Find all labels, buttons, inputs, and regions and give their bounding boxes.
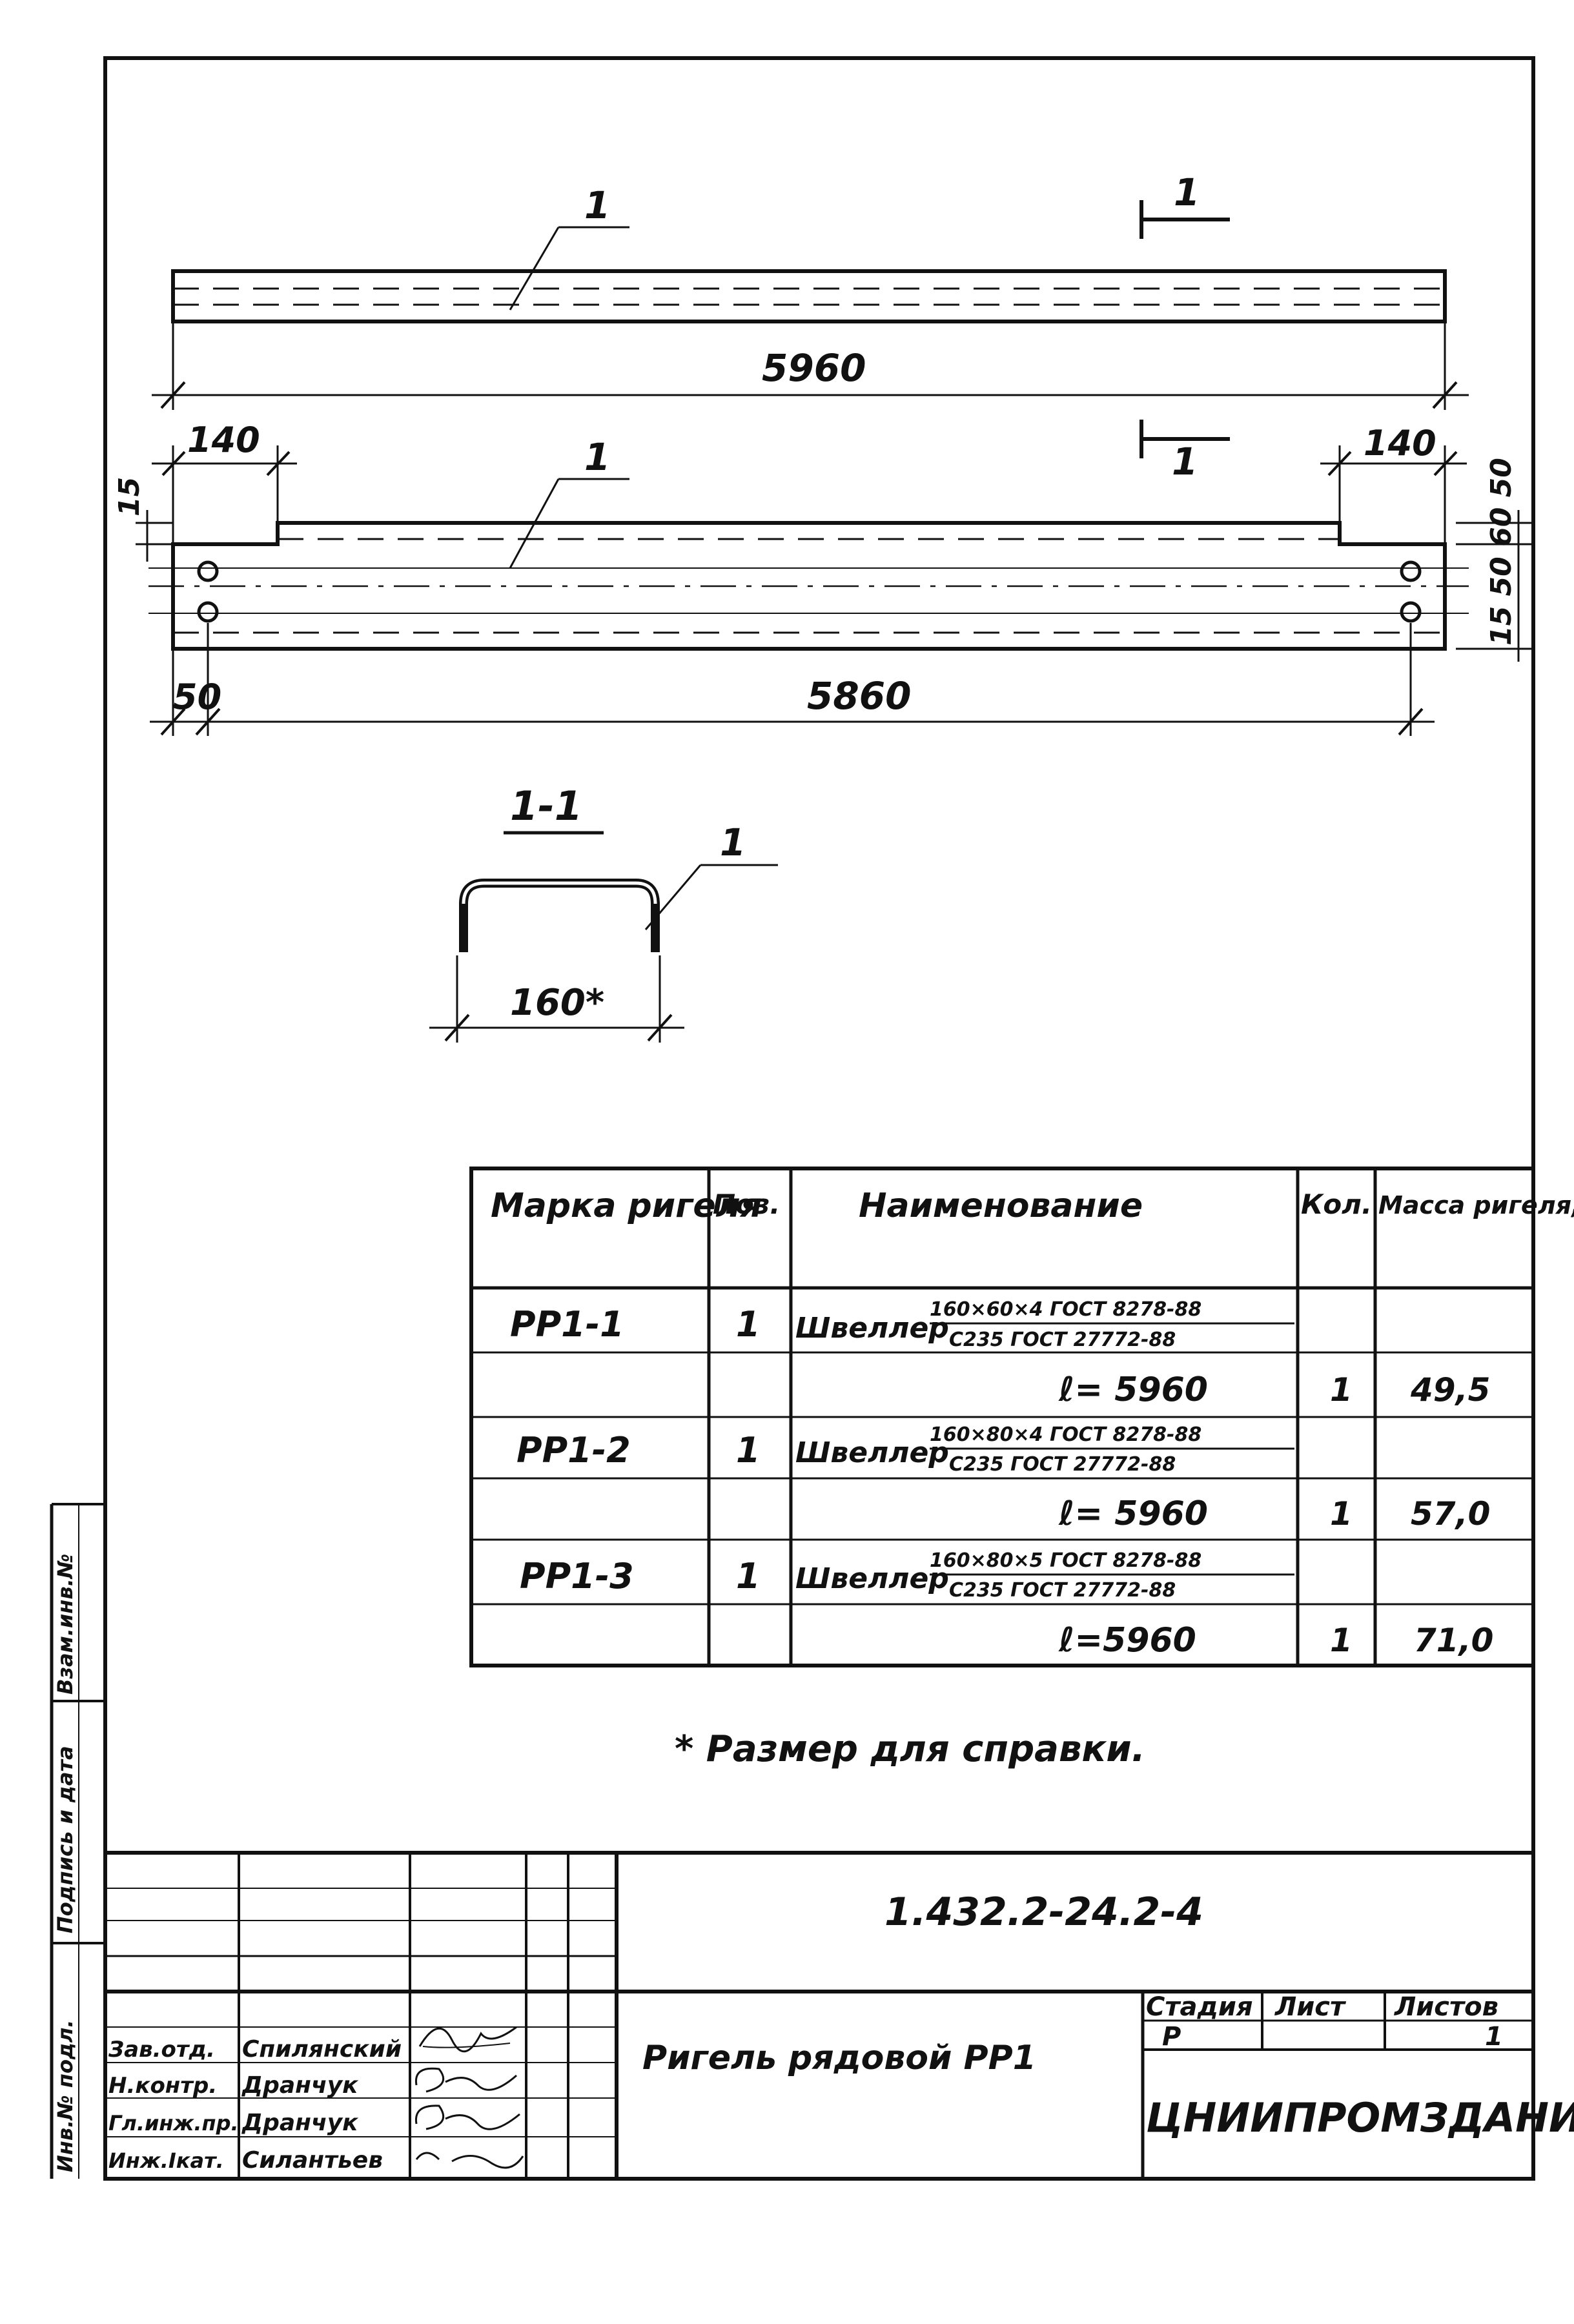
footnote: * Размер для справки. — [675, 1728, 1145, 1770]
row3-pos: 1 — [736, 1430, 761, 1471]
section-width-dim: 160* — [510, 982, 604, 1024]
header-mark: Марка ригеля — [491, 1187, 762, 1225]
section-mark-top: 1 — [1174, 170, 1200, 214]
top-view: 1 1 5960 — [152, 170, 1469, 410]
sheet-frame — [50, 56, 1535, 2181]
signer1-name: Спилянский — [242, 2036, 402, 2063]
header-mass: Масса ригеля, кг — [1378, 1191, 1574, 1219]
document-code: 1.432.2-24.2-4 — [884, 1890, 1203, 1935]
row2-length: ℓ= 5960 — [1058, 1371, 1208, 1409]
section-callout: 1 — [720, 821, 746, 864]
header-pos: Поз. — [713, 1188, 780, 1220]
row2-qty: 1 — [1330, 1371, 1353, 1409]
row6-length: ℓ=5960 — [1058, 1621, 1196, 1660]
top-length-dim: 5960 — [762, 346, 866, 390]
left-bottom-dim: 50 — [173, 677, 221, 717]
row4-mass: 57,0 — [1411, 1495, 1490, 1533]
signer1-role: Зав.отд. — [108, 2037, 215, 2063]
signer4-role: Инж.Iкат. — [108, 2148, 224, 2173]
title-block: 1.432.2-24.2-4 Ригель рядовой РР1 Стадия… — [105, 1851, 1574, 2179]
row1-name-denominator: С235 ГОСТ 27772-88 — [949, 1329, 1176, 1351]
side-stamp: Инв.№ подл. Подпись и дата Взам.инв.№ — [53, 1554, 77, 2172]
row3-name: Швеллер — [795, 1436, 949, 1469]
row1-pos: 1 — [736, 1304, 761, 1345]
sheets-header: Листов — [1394, 1992, 1498, 2022]
signer3-role: Гл.инж.пр. — [108, 2111, 239, 2135]
row5-mark: РР1-3 — [520, 1556, 634, 1596]
signer2-role: Н.контр. — [108, 2073, 217, 2099]
row5-name: Швеллер — [795, 1562, 949, 1595]
sheet-header: Лист — [1274, 1992, 1347, 2022]
row5-name-denominator: С235 ГОСТ 27772-88 — [949, 1579, 1176, 1602]
section-view: 1-1 1 160* — [429, 782, 778, 1043]
side-stamp-signature: Подпись и дата — [53, 1746, 77, 1933]
drawing-title: Ригель рядовой РР1 — [642, 2039, 1036, 2077]
row5-pos: 1 — [736, 1556, 761, 1596]
row5-name-numerator: 160×80×5 ГОСТ 8278-88 — [930, 1549, 1201, 1572]
section-mark-bottom: 1 — [1172, 440, 1198, 484]
row4-qty: 1 — [1330, 1495, 1353, 1533]
hole-spacing-dim: 5860 — [807, 674, 911, 718]
row1-name: Швеллер — [795, 1312, 949, 1345]
side-stamp-replaced: Взам.инв.№ — [53, 1554, 77, 1695]
left-side-dim: 15 — [113, 477, 146, 516]
top-callout: 1 — [584, 183, 610, 227]
left-top-dim: 140 — [187, 420, 260, 460]
row6-qty: 1 — [1330, 1622, 1353, 1659]
spec-table: Марка ригеля Поз. Наименование Кол. Масс… — [469, 1167, 1574, 1667]
right-top-dim: 140 — [1364, 423, 1436, 464]
signer2-name: Дранчук — [241, 2072, 359, 2099]
organization: ЦНИИПРОМЗДАНИЙ — [1146, 2094, 1574, 2141]
side-stamp-inv: Инв.№ подл. — [53, 2020, 77, 2172]
header-qty: Кол. — [1301, 1188, 1372, 1220]
stage-header: Стадия — [1146, 1992, 1253, 2022]
bottom-callout: 1 — [584, 435, 610, 479]
header-name: Наименование — [859, 1187, 1143, 1225]
signature-marks — [414, 2026, 524, 2169]
signer3-name: Дранчук — [241, 2110, 359, 2136]
row1-name-numerator: 160×60×4 ГОСТ 8278-88 — [930, 1298, 1201, 1321]
row4-length: ℓ= 5960 — [1058, 1494, 1208, 1533]
bottom-view: 1 1 140 140 15 15 50 60 50 — [113, 420, 1533, 736]
row2-mass: 49,5 — [1410, 1371, 1490, 1409]
sheets-value: 1 — [1485, 2022, 1503, 2052]
signer4-name: Силантьев — [242, 2147, 383, 2174]
stage-value: Р — [1162, 2022, 1181, 2052]
row6-mass: 71,0 — [1414, 1622, 1493, 1659]
section-title: 1-1 — [510, 782, 582, 830]
row3-name-numerator: 160×80×4 ГОСТ 8278-88 — [930, 1423, 1201, 1446]
right-side-dims: 15 50 60 50 — [1485, 458, 1518, 646]
row3-mark: РР1-2 — [516, 1430, 631, 1471]
row1-mark: РР1-1 — [510, 1304, 624, 1345]
row3-name-denominator: С235 ГОСТ 27772-88 — [949, 1453, 1176, 1476]
